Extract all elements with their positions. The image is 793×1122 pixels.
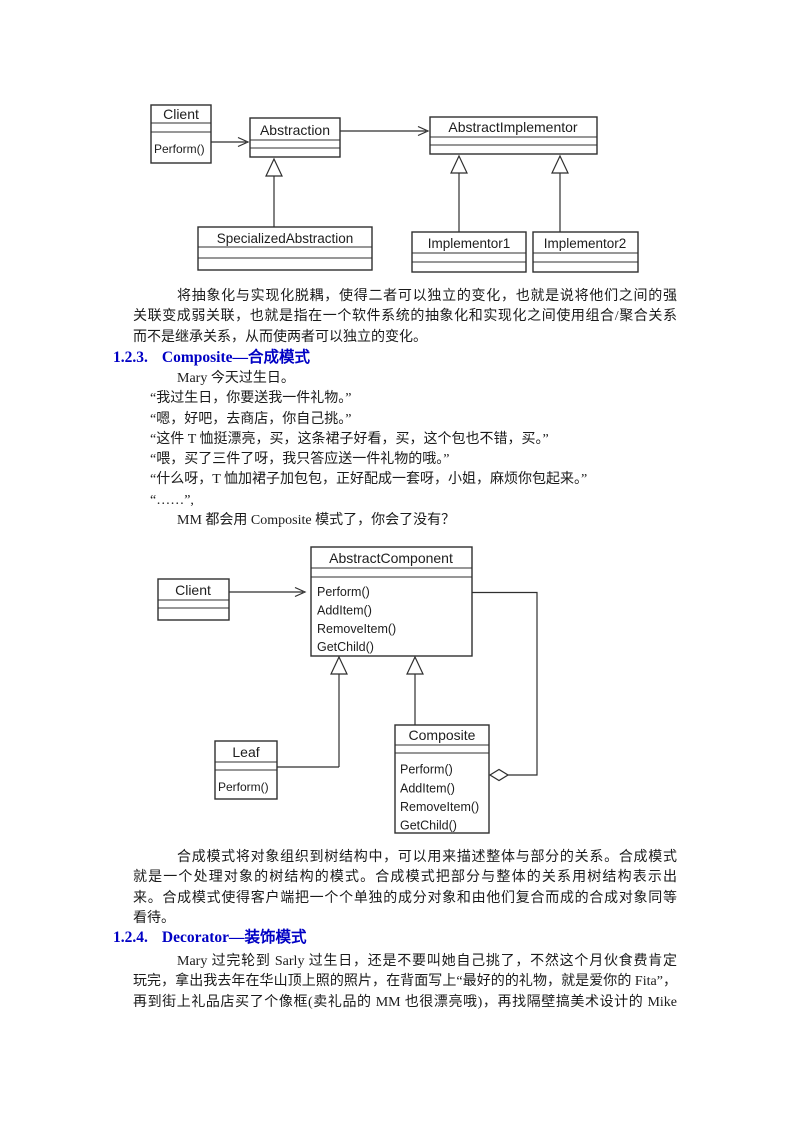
- section-number: 1.2.4.: [113, 929, 148, 946]
- class-method: Perform(): [317, 585, 370, 599]
- aggregation-composite-component: [472, 591, 538, 782]
- open-arrowhead-icon: [237, 136, 250, 148]
- text-line: 关联变成弱关联，也就是指在一个软件系统的抽象化和实现化之间使用组合/聚合关系: [133, 309, 677, 325]
- text-line: 将抽象化与实现化脱耦，使得二者可以独立的变化，也就是说将他们之间的强: [177, 289, 677, 304]
- class-method: Perform(): [218, 780, 269, 794]
- class-method: AddItem(): [400, 782, 455, 796]
- uml-class-abstract-component: AbstractComponent Perform() AddItem() Re…: [310, 546, 473, 657]
- class-method: Perform(): [154, 142, 205, 156]
- hollow-triangle-icon: [330, 655, 348, 675]
- association-client-component: [229, 586, 307, 598]
- class-box: [394, 724, 490, 834]
- uml-class-implementor2: Implementor2: [532, 231, 639, 273]
- text-line: Mary 过完轮到 Sarly 过生日，还是不要叫她自己挑了，不然这个月伙食费肯…: [177, 954, 677, 969]
- section-title: Decorator—装饰模式: [161, 929, 307, 946]
- class-title: Implementor1: [428, 236, 511, 251]
- text-line: “喂，买了三件了呀，我只答应送一件礼物的哦。”: [150, 452, 450, 468]
- class-method: RemoveItem(): [400, 800, 479, 814]
- uml-class-specialized-abstraction: SpecializedAbstraction: [197, 226, 373, 271]
- generalization-composite: [406, 655, 424, 725]
- class-box: [310, 546, 473, 657]
- hollow-triangle-icon: [450, 154, 468, 174]
- uml-class-client: Client Perform(): [150, 104, 212, 164]
- text-line: 玩完，拿出我去年在华山顶上照的照片，在背面写上“最好的的礼物，就是爱你的 Fit…: [133, 974, 677, 990]
- uml-class-client: Client: [157, 578, 230, 621]
- aggregation-line: [472, 591, 538, 776]
- section-number: 1.2.3.: [113, 349, 148, 366]
- text-line: “嗯，好吧，去商店，你自己挑。”: [150, 411, 352, 427]
- text-line: Mary 今天过生日。: [177, 371, 295, 386]
- composite-summary-paragraph: 合成模式将对象组织到树结构中，可以用来描述整体与部分的关系。合成模式 就是一个处…: [133, 848, 677, 929]
- class-method: GetChild(): [400, 819, 457, 833]
- hollow-triangle-icon: [406, 655, 424, 675]
- generalization-implementor2: [551, 154, 569, 232]
- class-box: [411, 231, 527, 273]
- section-heading-composite: 1.2.3. Composite—合成模式: [113, 347, 310, 368]
- uml-class-composite: Composite Perform() AddItem() RemoveItem…: [394, 724, 490, 834]
- association-client-abstraction: [211, 136, 250, 148]
- hollow-triangle-icon: [551, 154, 569, 174]
- text-line: 就是一个处理对象的树结构的模式。合成模式把部分与整体的关系用树结构表示出: [133, 870, 677, 886]
- text-line: “我过生日，你要送我一件礼物。”: [150, 391, 352, 407]
- composite-uml-diagram: AbstractComponent Perform() AddItem() Re…: [157, 546, 538, 834]
- class-box: [197, 226, 373, 271]
- class-box: [150, 104, 212, 164]
- class-method: Perform(): [400, 763, 453, 777]
- class-method: RemoveItem(): [317, 622, 396, 636]
- class-title: AbstractComponent: [329, 550, 453, 566]
- class-title: Implementor2: [544, 236, 627, 251]
- uml-class-abstraction: Abstraction: [249, 117, 341, 158]
- text-line: 再到街上礼品店买了个像框(卖礼品的 MM 也很漂亮哦)，再找隔壁搞美术设计的 M…: [133, 994, 677, 1010]
- composite-dialog-paragraphs: Mary 今天过生日。 “我过生日，你要送我一件礼物。” “嗯，好吧，去商店，你…: [133, 369, 677, 531]
- bridge-summary-paragraph: 将抽象化与实现化脱耦，使得二者可以独立的变化，也就是说将他们之间的强 关联变成弱…: [133, 287, 677, 348]
- class-method: AddItem(): [317, 604, 372, 618]
- open-arrowhead-icon: [294, 586, 307, 598]
- class-title: Leaf: [232, 744, 259, 760]
- uml-class-implementor1: Implementor1: [411, 231, 527, 273]
- class-box: [532, 231, 639, 273]
- uml-class-abstract-implementor: AbstractImplementor: [429, 116, 598, 155]
- text-line: 而不是继承关系，从而使两者可以独立的变化。: [133, 329, 427, 345]
- class-method: GetChild(): [317, 640, 374, 654]
- section-title: Composite—合成模式: [161, 349, 310, 366]
- open-arrowhead-icon: [417, 125, 430, 137]
- generalization-leaf: [277, 655, 348, 768]
- class-title: Client: [175, 582, 211, 598]
- text-line: “这件 T 恤挺漂亮，买，这条裙子好看，买，这个包也不错，买。”: [150, 431, 549, 447]
- text-line: MM 都会用 Composite 模式了，你会了没有？: [177, 513, 456, 529]
- class-title: Abstraction: [260, 122, 330, 138]
- class-title: SpecializedAbstraction: [217, 231, 354, 246]
- text-line: “……”,: [150, 492, 194, 508]
- text-line: 看待。: [133, 910, 175, 926]
- hollow-triangle-icon: [265, 157, 283, 177]
- generalization-implementor1: [450, 154, 468, 232]
- bridge-uml-diagram: Client Perform() Abstraction AbstractImp…: [150, 104, 639, 273]
- generalization-specialized-abstraction: [265, 157, 283, 227]
- section-heading-decorator: 1.2.4. Decorator—装饰模式: [113, 927, 307, 948]
- class-title: Client: [163, 106, 199, 122]
- text-line: 来。合成模式使得客户端把一个个单独的成分对象和由他们复合而成的合成对象同等: [133, 890, 677, 906]
- decorator-intro-paragraph: Mary 过完轮到 Sarly 过生日，还是不要叫她自己挑了，不然这个月伙食费肯…: [133, 952, 677, 1013]
- association-abstraction-implementor: [340, 125, 430, 137]
- text-line: 合成模式将对象组织到树结构中，可以用来描述整体与部分的关系。合成模式: [177, 850, 677, 865]
- class-box: [429, 116, 598, 155]
- uml-class-leaf: Leaf Perform(): [214, 740, 278, 800]
- aggregation-diamond-icon: [488, 768, 510, 782]
- text-line: “什么呀，T 恤加裙子加包包，正好配成一套呀，小姐，麻烦你包起来。”: [150, 472, 588, 488]
- class-title: Composite: [409, 727, 476, 743]
- class-box: [249, 117, 341, 158]
- class-title: AbstractImplementor: [448, 119, 577, 135]
